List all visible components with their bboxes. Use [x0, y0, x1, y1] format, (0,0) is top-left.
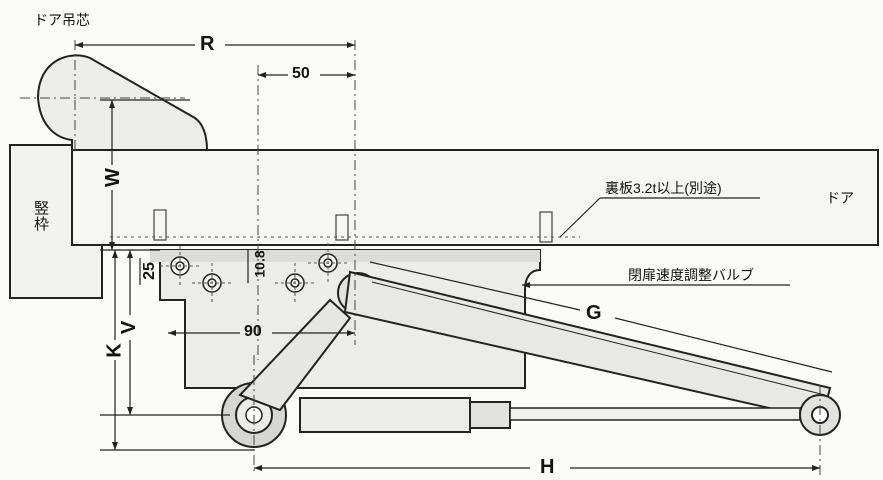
hinge-leaf — [36, 54, 209, 151]
dim-50-label: 50 — [292, 65, 310, 82]
dim-10-8-label: 10.8 — [252, 250, 268, 278]
dim-K-label: K — [103, 343, 126, 358]
frame-label: 竪枠 — [32, 200, 49, 232]
backing-plate-label: 裏板3.2t以上(別途) — [605, 180, 722, 196]
dim-H-label: H — [540, 456, 555, 478]
speed-valve-label: 閉扉速度調整バルブ — [628, 267, 754, 283]
dim-W-label: W — [101, 168, 124, 187]
rod-tube — [299, 397, 471, 433]
link-arm — [238, 298, 352, 412]
dim-V-label: V — [118, 320, 141, 335]
pivot-center-label: ドア吊芯 — [34, 12, 90, 28]
dim-G-label: G — [586, 302, 602, 324]
dim-R-label: R — [200, 33, 215, 55]
door-label: ドア — [826, 190, 854, 206]
dim-25-label: 25 — [140, 262, 158, 280]
dim-90-label: 90 — [244, 323, 262, 340]
